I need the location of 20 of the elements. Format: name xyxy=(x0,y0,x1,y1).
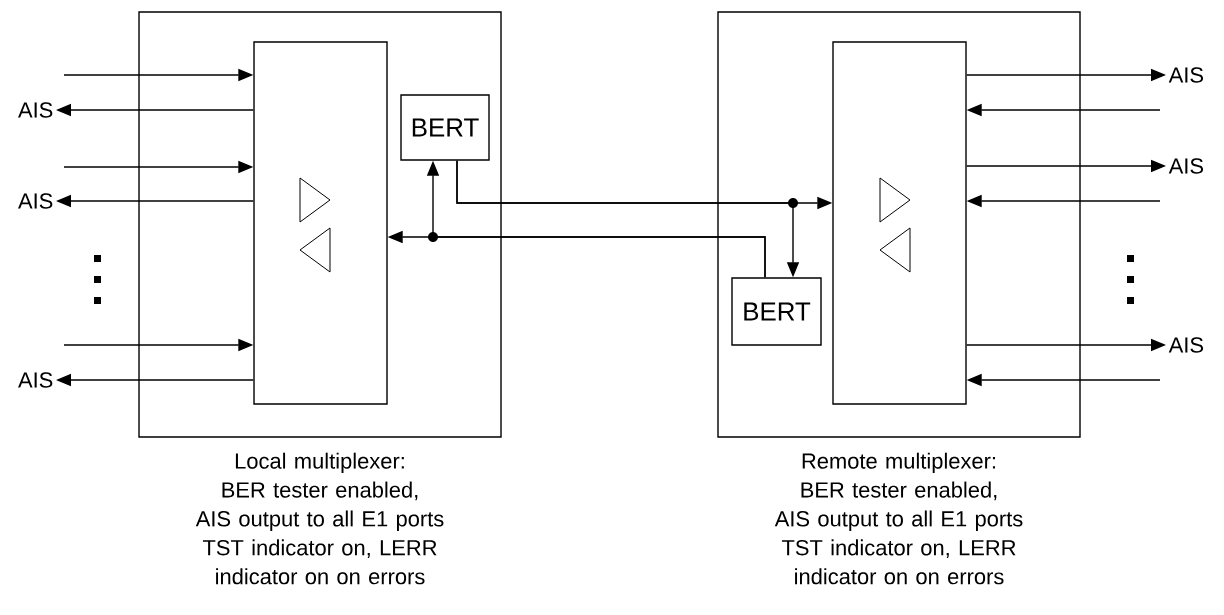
node-label: BER tester enabled, xyxy=(801,481,997,501)
port-label: AIS xyxy=(1168,337,1203,353)
port-label: AIS xyxy=(1168,67,1203,83)
node-label: AIS output to all E1 ports xyxy=(195,510,444,531)
caption: Local multiplexer: BER tester enabled, AIS output to all E1 ports TST indicator on, LERR indicator on on errors xyxy=(195,452,444,585)
port-label: AIS xyxy=(18,372,53,388)
bert-box: BERT xyxy=(400,94,490,161)
node-label: Remote multiplexer: xyxy=(802,452,996,474)
bert-box: BERT xyxy=(731,277,822,346)
node-label: Local multiplexer: xyxy=(235,452,404,474)
node-label: TST indicator on, LERR indicator on on errors xyxy=(202,539,437,585)
caption: Remote multiplexer: BER tester enabled, AIS output to all E1 ports TST indicator on, LERR indicator on on errors xyxy=(774,452,1023,585)
port-label: AIS xyxy=(18,102,53,118)
node-label: AIS output to all E1 ports xyxy=(774,510,1023,531)
port-block xyxy=(832,41,967,405)
port-label: AIS xyxy=(18,193,53,209)
node-label: TST indicator on, LERR indicator on on errors xyxy=(781,539,1016,585)
port-label: AIS xyxy=(1168,158,1203,174)
port-block xyxy=(253,41,388,405)
node-label: BER tester enabled, xyxy=(222,481,418,501)
